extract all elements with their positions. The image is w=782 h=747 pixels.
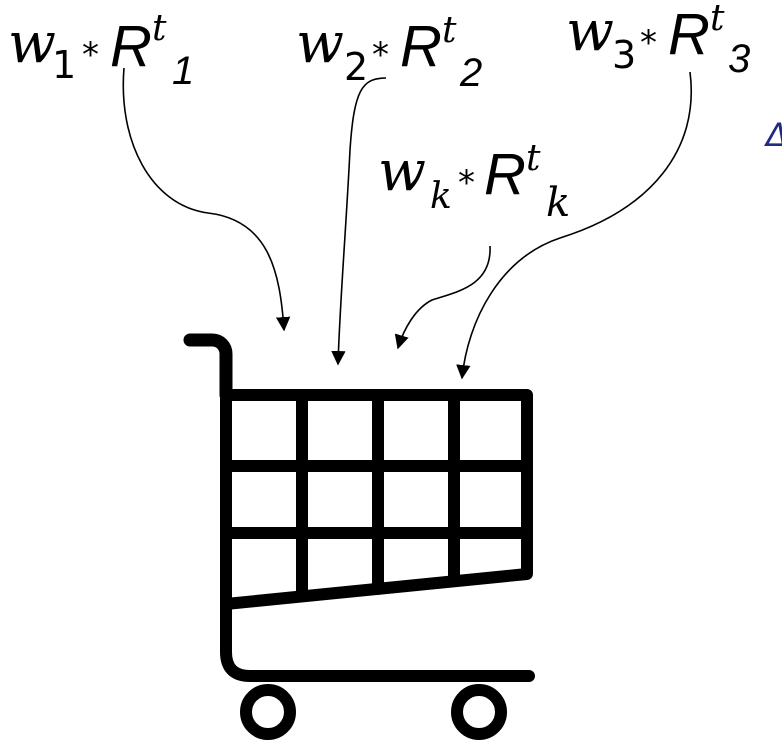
cart-wheel-left — [240, 684, 296, 740]
cart-chassis — [220, 598, 535, 682]
term-3-return-var: R — [668, 2, 710, 67]
arrow-icon — [394, 245, 491, 350]
term-3-operator: * — [640, 23, 657, 63]
term-k-return-var: R — [484, 142, 526, 207]
edge-glyph: Δ — [763, 116, 782, 154]
term-1-return-sub: 1 — [172, 49, 194, 93]
term-1-weight-var: w — [8, 11, 56, 76]
term-3-return-sub: 3 — [728, 37, 750, 81]
term-1-label: w 1 * R t 1 — [8, 8, 194, 93]
term-k-label: w k * R t k — [378, 138, 570, 226]
term-2-return-sub: 2 — [459, 51, 482, 95]
shopping-cart-icon — [183, 333, 535, 740]
term-1-weight-sub: 1 — [52, 43, 76, 87]
cart-handle — [183, 333, 233, 402]
term-k-return-sub: k — [546, 180, 570, 226]
term-k-weight-var: w — [378, 139, 426, 204]
term-2-weight-sub: 2 — [344, 45, 368, 89]
arrow-icon — [331, 77, 387, 366]
term-2-return-var: R — [400, 14, 442, 79]
term-1-return-sup: t — [152, 8, 167, 49]
term-2-operator: * — [372, 35, 389, 75]
term-2-weight-var: w — [296, 11, 344, 76]
term-k-return-sup: t — [526, 138, 541, 179]
term-3-return-sup: t — [710, 0, 725, 39]
term-3-label: w 3 * R t 3 — [566, 0, 750, 81]
term-k-operator: * — [458, 163, 475, 203]
term-1-operator: * — [82, 35, 99, 75]
arrow-icon — [456, 71, 692, 380]
cart-wheel-right — [451, 684, 507, 740]
term-3-weight-sub: 3 — [612, 33, 636, 77]
term-2-return-sup: t — [442, 10, 457, 51]
term-3-weight-var: w — [566, 0, 614, 64]
term-k-weight-sub: k — [430, 176, 452, 217]
term-2-label: w 2 * R t 2 — [296, 10, 482, 95]
arrow-icon — [122, 67, 291, 332]
term-1-return-var: R — [110, 14, 152, 79]
